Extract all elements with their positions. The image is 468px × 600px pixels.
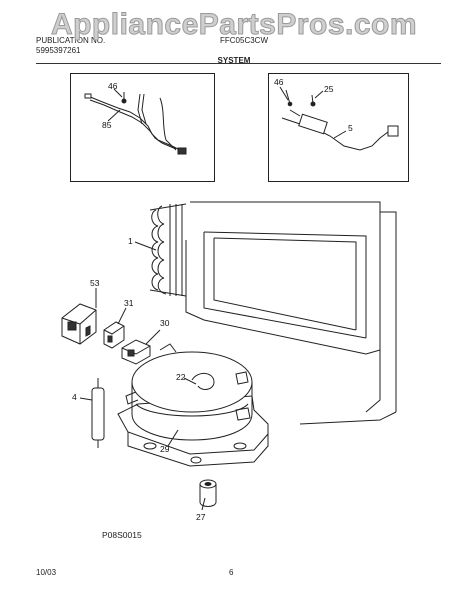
leader-1 [134, 241, 157, 251]
diagram-code: P08S0015 [102, 530, 142, 540]
terminal-cover-30 [121, 339, 151, 365]
callout-53: 53 [90, 278, 100, 288]
callout-30: 30 [160, 318, 170, 328]
heater-22 [191, 373, 215, 390]
callout-4: 4 [72, 392, 77, 402]
footer-date: 10/03 [36, 568, 57, 577]
grommet-27 [199, 479, 217, 507]
leader-46a [113, 88, 123, 98]
callout-31: 31 [124, 298, 134, 308]
screw-46-right [285, 89, 293, 107]
leader-29 [167, 429, 179, 447]
header-model-line: PUBLICATION NO. [36, 36, 106, 45]
leader-4 [79, 397, 93, 401]
power-cord-5 [281, 109, 399, 151]
inset-box-right [268, 73, 409, 182]
callout-27: 27 [196, 512, 206, 522]
callout-1: 1 [128, 236, 133, 246]
section-title: SYSTEM [217, 56, 251, 65]
filter-drier-4 [91, 378, 105, 448]
watermark-logo: AppliancePartsPros.com [50, 8, 418, 42]
inset-box-left [70, 73, 215, 182]
page-number: 6 [229, 568, 234, 577]
leader-31 [117, 307, 127, 325]
wire-harness-85 [84, 93, 187, 155]
callout-25: 25 [324, 84, 334, 94]
screw-25 [310, 94, 316, 107]
header-rule [36, 63, 441, 64]
compressor-29 [117, 343, 269, 467]
leader-46b [279, 86, 289, 101]
freezer-cabinet [185, 201, 397, 425]
callout-29: 29 [160, 444, 170, 454]
header-publication-code: 5995397261 [36, 46, 81, 55]
callout-46b: 46 [274, 77, 284, 87]
relay-31 [103, 321, 125, 349]
leader-85 [107, 109, 121, 122]
overload-protector-53 [61, 303, 97, 345]
callout-85: 85 [102, 120, 112, 130]
condenser-coil-1 [149, 203, 187, 297]
callout-5: 5 [348, 123, 353, 133]
screw-46-left [121, 92, 127, 104]
leader-30 [145, 329, 161, 345]
leader-27 [201, 497, 206, 511]
leader-5 [333, 130, 347, 139]
header-model-number: FFC05C3CW [220, 36, 269, 45]
leader-22 [183, 377, 197, 385]
callout-46a: 46 [108, 81, 118, 91]
leader-25 [314, 90, 324, 99]
callout-22: 22 [176, 372, 186, 382]
